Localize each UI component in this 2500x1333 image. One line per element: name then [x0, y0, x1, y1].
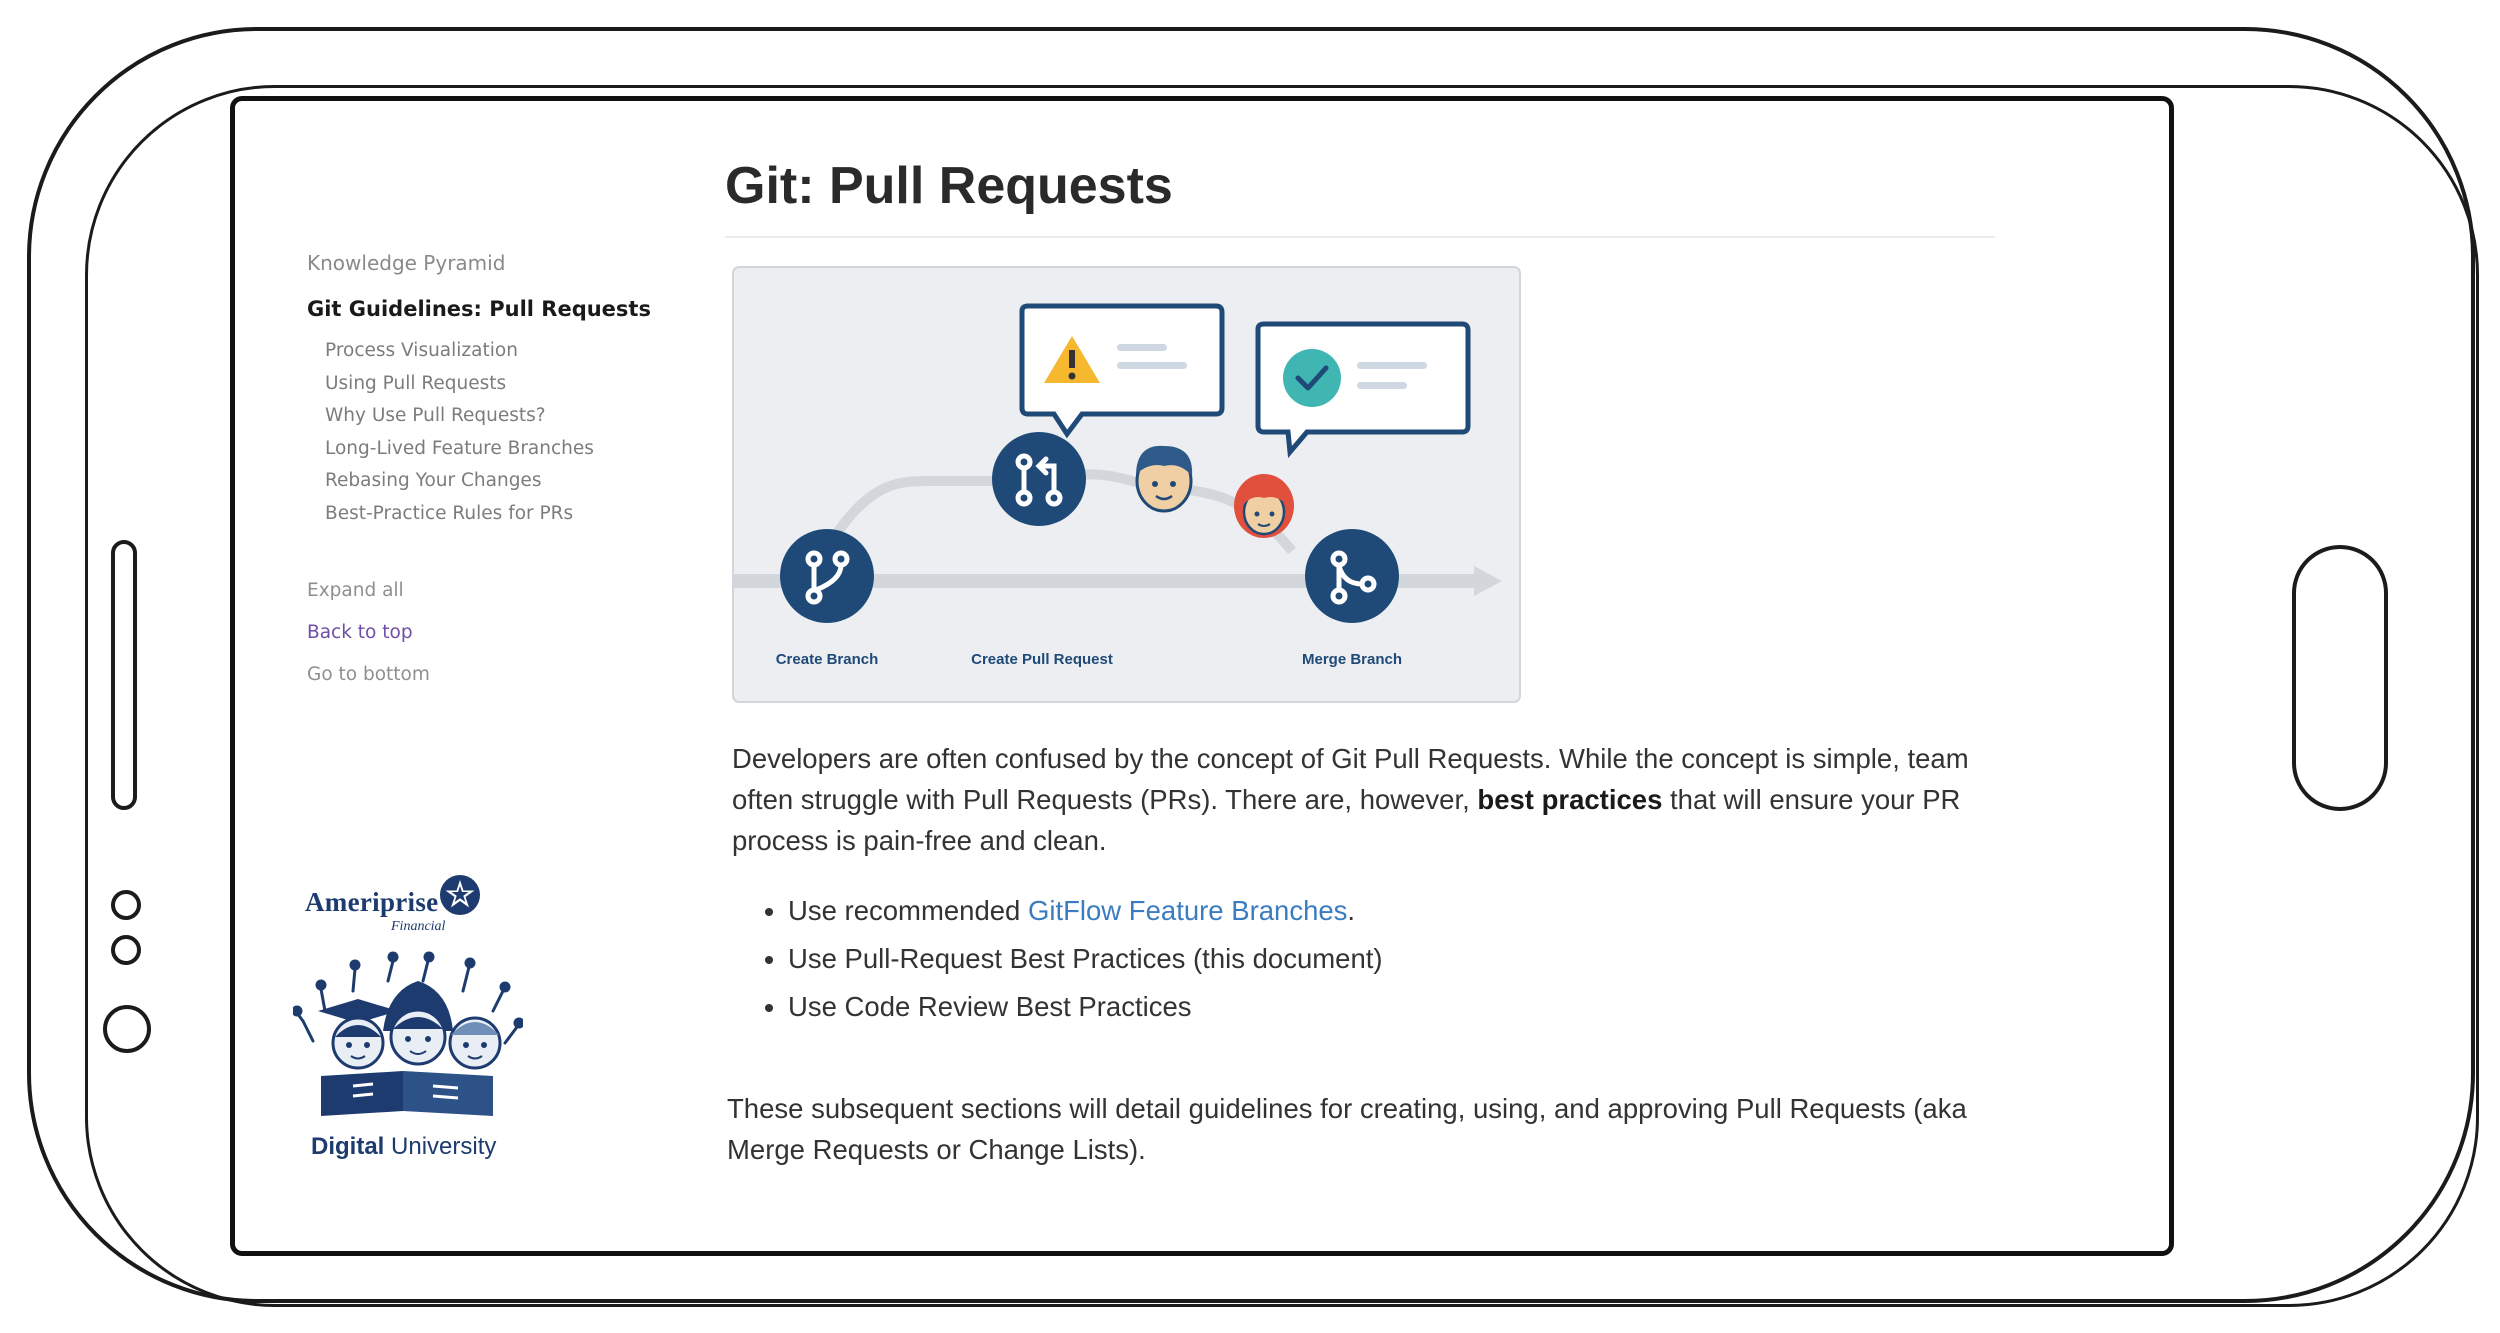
toc-nav-links: Expand all Back to top Go to bottom	[307, 570, 651, 696]
phone-camera	[103, 1005, 151, 1053]
list-item: Use Code Review Best Practices	[788, 983, 1383, 1031]
label-merge-branch: Merge Branch	[1302, 651, 1402, 668]
digital-university-mascot-icon	[293, 951, 523, 1116]
ameriprise-star-logo-icon	[440, 875, 480, 915]
create-branch-node-icon	[780, 529, 874, 623]
practices-list: Use recommended GitFlow Feature Branches…	[732, 887, 1383, 1031]
label-create-pull-request: Create Pull Request	[971, 651, 1113, 668]
toc-item-using-pull-requests[interactable]: Using Pull Requests	[325, 372, 507, 394]
app-screen: Knowledge Pyramid Git Guidelines: Pull R…	[230, 96, 2174, 1256]
phone-dot-2	[111, 935, 141, 965]
expand-all-link[interactable]: Expand all	[307, 580, 404, 601]
toc-item-process-visualization[interactable]: Process Visualization	[325, 340, 518, 361]
toc-sidebar: Knowledge Pyramid Git Guidelines: Pull R…	[307, 251, 651, 696]
title-divider	[725, 236, 1995, 238]
best-practices-emphasis: best practices	[1477, 784, 1663, 815]
warning-icon-bar	[1069, 350, 1075, 368]
toc-current-page[interactable]: Git Guidelines: Pull Requests	[307, 297, 651, 321]
outro-paragraph: These subsequent sections will detail gu…	[727, 1093, 1967, 1165]
list-item: Use recommended GitFlow Feature Branches…	[788, 887, 1383, 935]
page-title: Git: Pull Requests	[725, 157, 1173, 215]
toc-item-best-practice-rules[interactable]: Best-Practice Rules for PRs	[325, 502, 574, 524]
phone-home-button[interactable]	[2292, 545, 2388, 811]
toc-item-rebasing-your-changes[interactable]: Rebasing Your Changes	[325, 470, 542, 491]
go-to-bottom-link[interactable]: Go to bottom	[307, 664, 430, 685]
back-to-top-link[interactable]: Back to top	[307, 622, 413, 643]
toc-root-link[interactable]: Knowledge Pyramid	[307, 251, 506, 275]
create-pull-request-node-icon	[992, 432, 1086, 526]
phone-dot-1	[111, 890, 141, 920]
phone-side-slot	[111, 540, 137, 810]
ameriprise-financial-text: Financial	[391, 919, 446, 934]
list-item: Use Pull-Request Best Practices (this do…	[788, 935, 1383, 983]
approved-check-icon	[1283, 349, 1341, 407]
intro-paragraph: Developers are often confused by the con…	[732, 743, 1969, 856]
label-create-branch: Create Branch	[776, 651, 879, 668]
toc-item-long-lived-feature-branches[interactable]: Long-Lived Feature Branches	[325, 437, 594, 459]
pull-request-flow-illustration: Create Branch Create Pull Request Merge …	[732, 266, 1521, 703]
gitflow-feature-branches-link[interactable]: GitFlow Feature Branches	[1027, 895, 1348, 926]
reviewer-male-avatar-icon	[1135, 445, 1193, 513]
toc-item-why-use-pull-requests[interactable]: Why Use Pull Requests?	[325, 405, 546, 426]
ameriprise-wordmark: Ameriprise	[305, 887, 439, 917]
phone-frame-inner	[85, 85, 2479, 1307]
merge-branch-node-icon	[1305, 529, 1399, 623]
reviewer-female-avatar-icon	[1234, 474, 1294, 538]
digital-university-label: Digital University	[311, 1133, 497, 1160]
